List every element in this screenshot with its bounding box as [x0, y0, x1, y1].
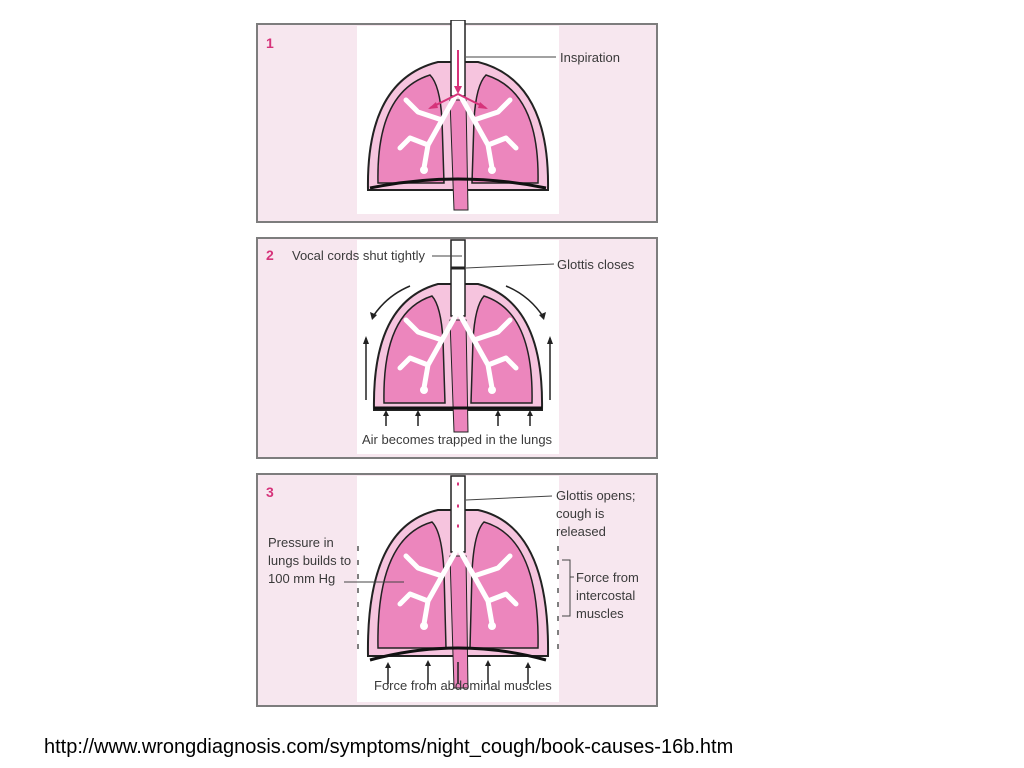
vocal-cords-label: Vocal cords shut tightly	[292, 248, 425, 263]
pressure-label: Pressure in lungs builds to 100 mm Hg	[268, 535, 355, 586]
panel-2: 2 Vocal cords shut tightly Glottis close…	[256, 237, 658, 459]
trachea	[450, 239, 466, 317]
ribcage-pressure-arrows	[365, 285, 551, 400]
panel-1: 1 Inspiration	[256, 20, 658, 223]
inspiration-label: Inspiration	[560, 50, 620, 65]
left-lung	[383, 295, 446, 404]
abdominal-force-label: Force from abdominal muscles	[374, 678, 552, 693]
glottis-opens-leader	[465, 495, 553, 501]
diaphragm	[369, 646, 547, 662]
right-lung	[470, 295, 533, 404]
intercostal-bracket	[562, 559, 574, 617]
trachea	[450, 475, 466, 553]
panel-3-number: 3	[266, 484, 274, 500]
cough-mechanism-figure: 1 Inspiration 2	[256, 20, 658, 707]
lungs-diagram-2	[363, 239, 553, 433]
air-trapped-label: Air becomes trapped in the lungs	[362, 432, 553, 447]
air-arrowheads	[428, 86, 488, 109]
glottis-closes-leader	[465, 263, 555, 269]
panel-3: 3 Glottis opens; cough is released Press…	[256, 473, 658, 707]
cough-dots	[457, 482, 459, 528]
intercostal-label: Force from intercostal muscles	[576, 570, 642, 621]
panel-2-number: 2	[266, 247, 274, 263]
abdominal-arrows	[387, 662, 529, 684]
glottis-opens-label: Glottis opens; cough is released	[556, 488, 639, 539]
glottis-closes-label: Glottis closes	[557, 257, 635, 272]
source-url: http://www.wrongdiagnosis.com/symptoms/n…	[44, 736, 734, 758]
diaphragm	[369, 177, 547, 190]
chest-pressure-ticks	[357, 546, 559, 656]
left-lung	[377, 521, 447, 649]
right-lung	[469, 521, 539, 649]
lungs-diagram-3	[357, 475, 559, 689]
diaphragm-arrows	[385, 414, 531, 426]
panel-1-number: 1	[266, 35, 274, 51]
lungs-diagram-1	[366, 20, 550, 211]
